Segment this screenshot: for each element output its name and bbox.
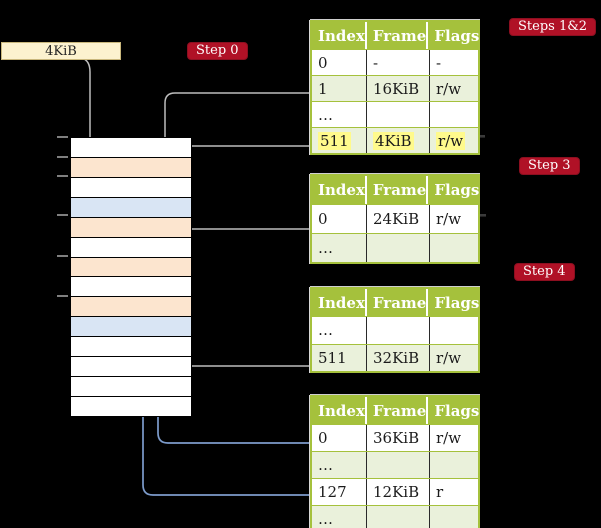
table-row: …	[312, 316, 478, 344]
table-cell: 511	[312, 128, 367, 153]
table-cell: 127	[312, 479, 367, 505]
table-cell	[430, 452, 478, 478]
highlighted-value: r/w	[436, 131, 466, 150]
table-cell: …	[312, 102, 367, 127]
table-cell: 511	[312, 344, 367, 371]
memory-frame-row-peach	[71, 157, 191, 178]
column-header-flags: Flags	[434, 401, 480, 420]
table-cell	[430, 102, 478, 127]
table-cell	[430, 234, 478, 262]
table-cell: r/w	[436, 79, 462, 98]
badge-steps-1-2: Steps 1&2	[509, 18, 597, 36]
table-cell: 36KiB	[367, 425, 430, 451]
table-cell: r/w	[436, 429, 462, 447]
memory-frame-row-white	[71, 237, 191, 258]
memory-frame-row-blue	[71, 197, 191, 218]
column-header-frame: Frame	[367, 289, 429, 316]
badge-step-3: Step 3	[519, 157, 580, 175]
column-header-index: Index	[312, 397, 367, 424]
table-cell: 4KiB	[367, 128, 430, 153]
table-cell: r	[436, 483, 444, 501]
table-cell	[367, 102, 430, 127]
column-header-frame: Frame	[367, 397, 429, 424]
table-row: …	[312, 233, 478, 262]
table-cell	[367, 452, 430, 478]
table-cell: 1	[312, 76, 367, 101]
memory-frame-row-white	[71, 357, 191, 378]
column-header-index: Index	[312, 289, 367, 316]
memory-frame-row-white	[71, 177, 191, 198]
column-header-index: Index	[312, 176, 367, 204]
table-cell: …	[312, 234, 367, 262]
table-cell: r/w	[436, 210, 462, 228]
memory-stack	[70, 137, 192, 417]
table-row: 511 4KiB r/w	[312, 127, 478, 153]
table-cell	[430, 317, 478, 344]
column-header-flags: Flags	[434, 181, 480, 199]
column-header-flags: Flags	[434, 293, 480, 312]
frame-size-box: 4KiB	[1, 42, 121, 60]
table-cell	[367, 506, 430, 528]
memory-frame-row-peach	[71, 217, 191, 238]
table-cell: …	[312, 317, 367, 344]
address-tick	[57, 255, 68, 257]
memory-frame-row-peach	[71, 257, 191, 278]
table-cell: 0	[312, 205, 367, 233]
memory-frame-row-white	[71, 377, 191, 397]
address-tick	[57, 295, 68, 297]
memory-frame-row-peach	[71, 297, 191, 318]
table-cell: 12KiB	[367, 479, 430, 505]
table-cell: 0	[312, 50, 367, 75]
table-cell	[367, 317, 430, 344]
table-cell: …	[312, 452, 367, 478]
column-header-flags: Flags	[434, 26, 480, 45]
column-header-index: Index	[312, 22, 367, 49]
frame-size-label: 4KiB	[45, 43, 77, 59]
highlighted-value: 4KiB	[373, 131, 414, 150]
table-row: …	[312, 451, 478, 478]
table-cell: …	[312, 506, 367, 528]
table-cell: 0	[312, 425, 367, 451]
address-tick	[57, 136, 68, 138]
table-cell: r/w	[430, 128, 478, 153]
table-cell	[367, 234, 430, 262]
column-header-frame: Frame	[367, 22, 429, 49]
badge-step-0: Step 0	[187, 42, 248, 60]
table-cell: 16KiB	[367, 76, 430, 101]
highlighted-value: 511	[318, 131, 351, 150]
table-cell: -	[367, 50, 430, 75]
table-row: …	[312, 505, 478, 528]
table-cell: 32KiB	[367, 344, 430, 371]
row-marker-dash	[479, 214, 486, 217]
memory-frame-row-white	[71, 277, 191, 298]
table-row: 0--	[312, 49, 478, 75]
table-cell: -	[436, 53, 442, 72]
table-cell: 24KiB	[367, 205, 430, 233]
badge-step-4: Step 4	[514, 263, 575, 281]
column-header-frame: Frame	[367, 176, 429, 204]
memory-frame-row-white	[71, 396, 191, 416]
table-cell	[430, 506, 478, 528]
address-tick	[57, 175, 68, 177]
memory-frame-row-blue	[71, 317, 191, 338]
address-tick	[57, 156, 68, 158]
address-tick	[57, 214, 68, 216]
table-cell: r/w	[436, 348, 462, 367]
memory-frame-row-white	[71, 138, 191, 158]
table-row: …	[312, 101, 478, 127]
memory-frame-row-white	[71, 337, 191, 358]
